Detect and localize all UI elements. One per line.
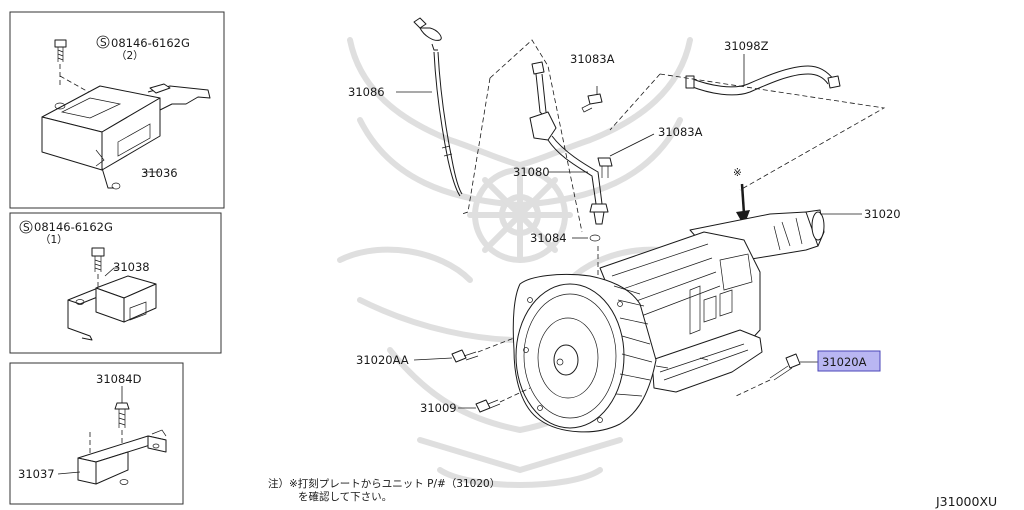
callout-31080[interactable]: 31080 <box>513 165 550 179</box>
inset-box-31037 <box>9 362 184 505</box>
inset-1-screw-label: S 08146-6162G （2） 31036 <box>96 35 190 180</box>
callout-31009[interactable]: 31009 <box>420 401 457 415</box>
inset-box-31036 <box>9 11 225 209</box>
drawing-code: J31000XU <box>935 494 997 509</box>
dipstick <box>396 17 463 197</box>
callout-31084D: 31084D <box>96 372 142 386</box>
callout-31020AA[interactable]: 31020AA <box>356 353 409 367</box>
s-marker-icon <box>96 35 110 49</box>
bolt-31020AA <box>413 337 515 363</box>
note-line-2: を確認して下さい。 <box>298 490 392 503</box>
bolt-31020A <box>735 353 818 397</box>
transmission-assembly <box>512 209 862 433</box>
callout-31036: 31036 <box>141 166 178 180</box>
bolt-31009 <box>458 387 531 413</box>
inset-1-screw-code: 08146-6162G <box>111 36 190 50</box>
filler-tube <box>529 61 609 225</box>
callout-31020[interactable]: 31020 <box>864 207 901 221</box>
svg-text:S: S <box>100 37 107 49</box>
inset-2-labels: S 08146-6162G （1） 31038 <box>19 220 150 274</box>
callout-31020A[interactable]: 31020A <box>822 355 867 369</box>
inset-1-drawing <box>41 39 211 190</box>
guide-dash-right <box>609 73 886 191</box>
inset-1-screw-qty: （2） <box>116 50 144 62</box>
stamp-plate-arrow <box>736 183 750 226</box>
asterisk-mark: ※ <box>733 167 742 179</box>
callout-31020A-highlight[interactable]: 31020A <box>817 350 881 372</box>
screw-icon <box>91 247 105 272</box>
inset-3-drawing <box>57 386 167 485</box>
callout-31098Z[interactable]: 31098Z <box>724 39 769 53</box>
bolt-31083A-mid <box>597 133 655 178</box>
inset-2-drawing <box>67 247 157 341</box>
svg-text:S: S <box>23 222 30 234</box>
callout-31084[interactable]: 31084 <box>530 231 567 245</box>
bolt-31083A-top <box>581 86 603 113</box>
callout-31086[interactable]: 31086 <box>348 85 385 99</box>
callout-31038: 31038 <box>113 260 150 274</box>
callout-31083A-mid[interactable]: 31083A <box>658 125 703 139</box>
inset-box-31038 <box>9 212 222 354</box>
note-line-1: 注）※打刻プレートからユニット P/#（31020） <box>268 477 500 490</box>
inset-2-screw-code: 08146-6162G <box>34 220 113 234</box>
inset-2-screw-qty: （1） <box>40 234 68 246</box>
highlight-box <box>817 350 881 372</box>
seal-ring <box>572 234 601 292</box>
callout-31037: 31037 <box>18 467 55 481</box>
inset-3-labels: 31084D 31037 <box>18 372 142 481</box>
screw-icon <box>54 39 67 62</box>
callout-31083A-top[interactable]: 31083A <box>570 52 615 66</box>
breather-hose <box>685 54 841 96</box>
bolt-icon <box>114 402 130 428</box>
s-marker-icon <box>19 220 33 234</box>
